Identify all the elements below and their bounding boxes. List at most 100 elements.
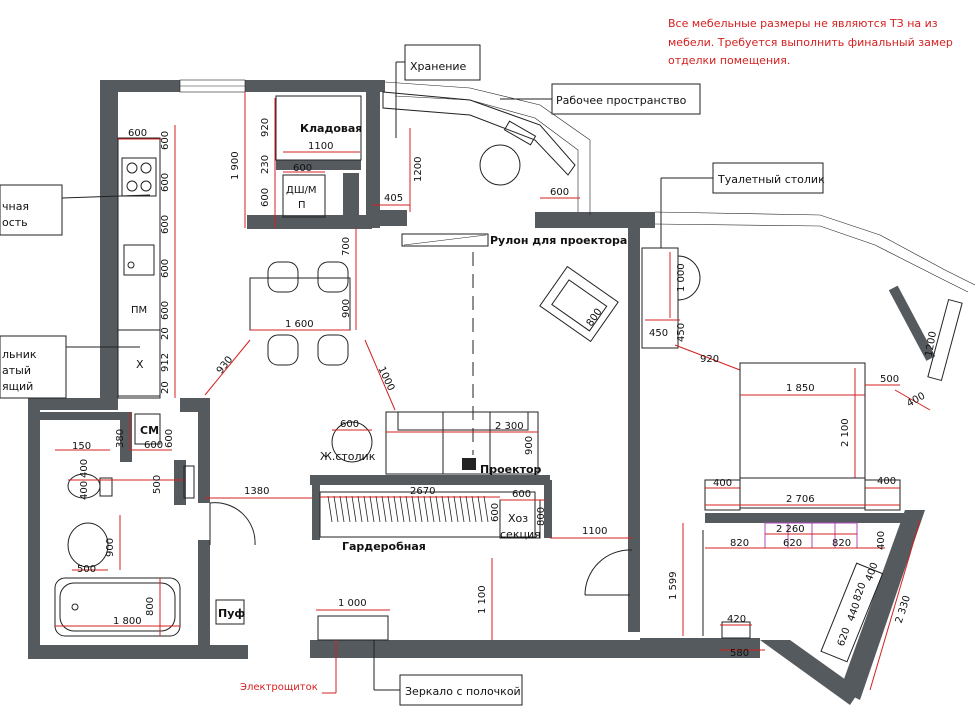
dim-st3: 920	[260, 118, 271, 137]
dim-k7: 20	[160, 327, 171, 340]
dim-h4: 1 100	[477, 585, 488, 614]
storage-callout: Хранение	[395, 44, 481, 138]
dim-r10: 400	[713, 478, 732, 489]
pouf-label: Пуф	[218, 607, 245, 620]
dim-sf2: 900	[524, 436, 535, 455]
microwave-label: ПМ	[131, 305, 147, 316]
windows	[179, 79, 976, 293]
storage-room: Кладовая 1100 ДШ/М П 600 1 900 920 230 6…	[230, 92, 362, 228]
dishwasher-label-2: П	[298, 200, 306, 211]
hall-dimensions: 1380 1100 1 100 1 000 Пуф	[205, 486, 633, 641]
dim-b1: 150	[72, 441, 91, 452]
projector-roll-label: Рулон для проектора	[490, 234, 627, 247]
vanity-callout-label: Туалетный столик	[717, 173, 825, 186]
storage-callout-label: Хранение	[410, 60, 467, 73]
dim-r9: 1200	[924, 331, 939, 358]
dim-k9: 20	[160, 381, 171, 394]
dim-b11: 1 800	[113, 616, 142, 627]
vanity-callout: Туалетный столик	[660, 162, 825, 248]
dim-k8: 912	[160, 353, 171, 372]
dim-b6: 400	[79, 481, 90, 500]
dim-dn5: 1000	[376, 365, 397, 393]
storage-room-label: Кладовая	[300, 122, 362, 135]
dim-sf3: 600	[340, 419, 359, 430]
dim-k2: 600	[160, 131, 171, 150]
dim-b3: 600	[144, 440, 163, 451]
note-line-1: Все мебельные размеры не являются ТЗ на …	[668, 17, 938, 30]
dim-st2: 230	[260, 155, 271, 174]
fridge-label: Х	[136, 358, 144, 371]
dim-dn1: 700	[341, 237, 352, 256]
dim-r11: 400	[877, 476, 896, 487]
side-table: 600 Ж.столик	[320, 419, 376, 463]
dim-r4: 920	[700, 354, 719, 365]
dim-st4: 1 900	[230, 151, 241, 180]
dim-k6: 600	[160, 301, 171, 320]
utility-label-2: секция	[500, 528, 541, 541]
dim-b8: 900	[105, 538, 116, 557]
dim-dn4: 930	[215, 354, 235, 376]
dim-r22: 820	[852, 581, 869, 603]
dim-dn2: 900	[341, 299, 352, 318]
dim-b9: 500	[77, 564, 96, 575]
washer-label: СМ	[140, 424, 159, 437]
dim-wd2: 600	[512, 489, 531, 500]
dim-h2: 1100	[582, 526, 607, 537]
callout-left-2c: ящий	[2, 380, 33, 393]
dim-st1: 1100	[308, 141, 333, 152]
dim-ws2: 405	[384, 193, 403, 204]
dim-r17: 400	[876, 531, 887, 550]
dim-b2: 380	[115, 429, 126, 448]
walls	[28, 80, 936, 705]
projector-label: Проектор	[480, 463, 541, 476]
dim-r5: 1 850	[786, 383, 815, 394]
dim-k1: 600	[128, 128, 147, 139]
callout-left-2a: льник	[2, 348, 37, 361]
dishwasher-label-1: ДШ/М	[286, 185, 317, 196]
projector-device	[462, 458, 476, 470]
wardrobe-label: Гардеробная	[342, 540, 426, 553]
dim-r18: 1 599	[668, 571, 679, 600]
bottom-callouts: Электрощиток Зеркало с полочкой	[240, 640, 523, 706]
dim-r23: 440	[846, 601, 863, 623]
dim-sf1: 2 300	[495, 421, 524, 432]
dim-st5: 600	[293, 163, 312, 174]
dim-b7: 500	[152, 475, 163, 494]
wardrobe: 2670 600 600 800 Хоз секция Гардеробная	[319, 486, 547, 553]
armchair: 800	[539, 265, 619, 343]
dim-r6: 2 100	[840, 418, 851, 447]
dim-ws3: 600	[550, 187, 569, 198]
note-line-3: отделки помещения.	[668, 54, 790, 67]
dim-st6: 600	[260, 188, 271, 207]
bedroom: 1 000 450 450 920 1 850 2 100 500 400 12…	[641, 247, 963, 691]
dim-wd1: 2670	[410, 486, 435, 497]
dim-r15: 620	[783, 538, 802, 549]
dim-b5: 400	[79, 459, 90, 478]
dim-ws1: 1200	[413, 157, 424, 182]
dim-k3: 600	[160, 173, 171, 192]
dim-k5: 600	[160, 259, 171, 278]
callout-left-2b: атый	[2, 364, 31, 377]
dim-r12: 2 706	[786, 494, 815, 505]
dim-b4: 600	[164, 429, 175, 448]
dim-r14: 820	[730, 538, 749, 549]
dim-wd4: 800	[536, 507, 547, 526]
callout-left-1b: ость	[2, 216, 28, 229]
bathroom: СМ 600 380 600 150 400 400 500 900 500 1…	[54, 412, 195, 637]
dim-r7: 500	[880, 374, 899, 385]
dim-wd3: 600	[490, 503, 501, 522]
dim-r2: 450	[649, 328, 668, 339]
dim-h3: 1 000	[338, 598, 367, 609]
dim-k4: 600	[160, 215, 171, 234]
dining-set: 1 600 700 900 930 1000	[204, 228, 397, 411]
dim-r19: 420	[727, 614, 746, 625]
general-note: Все мебельные размеры не являются ТЗ на …	[668, 17, 953, 67]
dim-r13: 2 260	[776, 524, 805, 535]
panel-callout-label: Электрощиток	[240, 682, 318, 693]
dim-dn3: 1 600	[285, 319, 314, 330]
mirror-callout-label: Зеркало с полочкой	[405, 685, 521, 698]
dim-r20: 580	[730, 648, 749, 659]
side-table-label: Ж.столик	[320, 450, 376, 463]
workspace-callout: Рабочее пространство	[500, 83, 701, 115]
